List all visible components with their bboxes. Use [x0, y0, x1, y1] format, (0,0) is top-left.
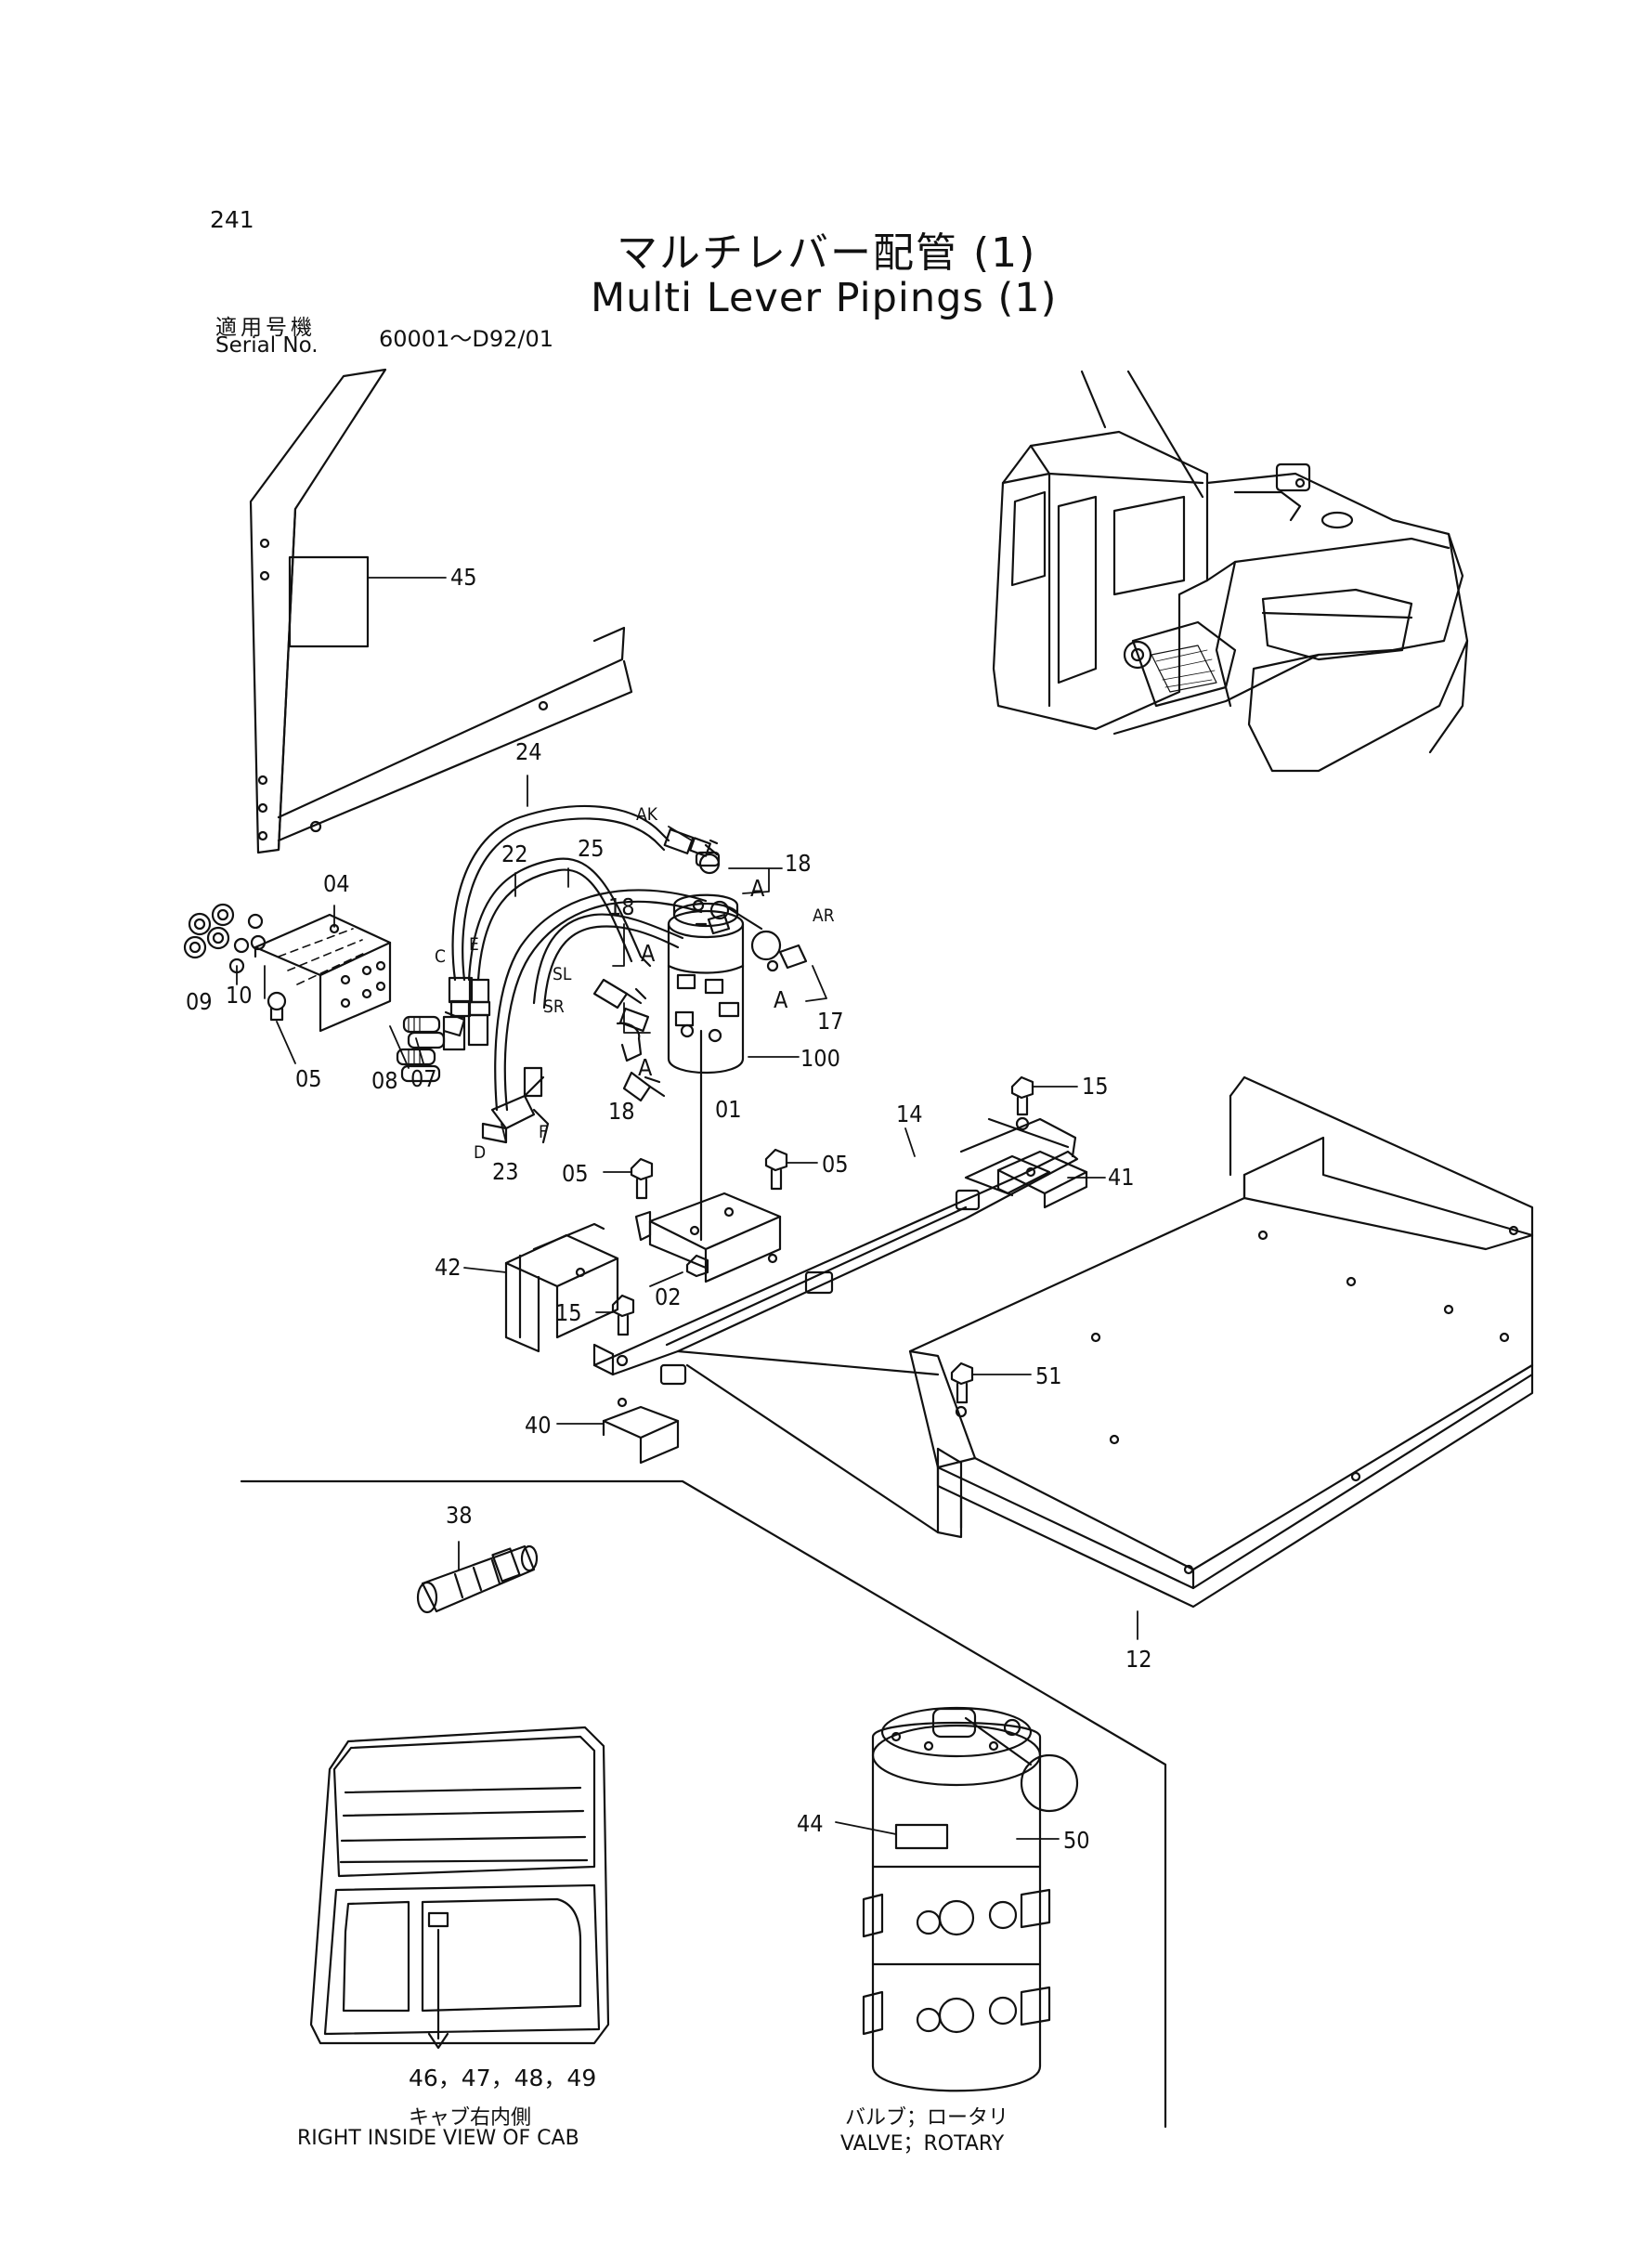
part-label-04: 04: [323, 870, 350, 897]
part-label-A: A: [750, 875, 765, 902]
part-label-08: 08: [371, 1067, 398, 1094]
part-label-25: 25: [578, 835, 605, 862]
part-label-05: 05: [562, 1160, 589, 1187]
bracket-40: [602, 1397, 680, 1465]
rotary-valve-inset: [862, 1706, 1079, 2092]
part-label-AK: AK: [636, 804, 658, 825]
leader-lines: [236, 577, 1138, 1840]
part-label-10: 10: [226, 982, 253, 1009]
page-number: 241: [210, 206, 254, 233]
part-label-51: 51: [1035, 1362, 1062, 1389]
bracket-42: [504, 1222, 619, 1353]
part-label-15: 15: [1082, 1073, 1109, 1100]
part-label-D: D: [474, 1142, 486, 1163]
part-label-05: 05: [295, 1065, 322, 1092]
part-label-01: 01: [715, 1096, 742, 1123]
bracket-04: [183, 903, 392, 1033]
part-label-A: A: [638, 1054, 653, 1081]
part-label-F: F: [539, 1122, 548, 1142]
cab-caption-japanese: キャブ右内側: [409, 2106, 532, 2130]
part-label-C: C: [435, 946, 446, 967]
cab-floor-box-12: [908, 1075, 1534, 1609]
floor-plate-14: [592, 1117, 1079, 1539]
part-label-45: 45: [450, 564, 477, 591]
part-label-15: 15: [555, 1299, 582, 1326]
cab-interior-inset: [309, 1726, 610, 2050]
part-label-05: 05: [822, 1151, 849, 1178]
part-label-18: 18: [608, 1098, 635, 1125]
valve-caption-english: VALVE；ROTARY: [840, 2132, 1005, 2156]
excavator-thumbnail: [992, 370, 1469, 773]
part-label-42: 42: [435, 1254, 462, 1281]
part-label-SL: SL: [553, 964, 572, 984]
rotary-valve-100: [667, 893, 782, 1074]
serial-label-japanese: 適用号機: [215, 316, 316, 340]
valve-caption-japanese: バルブ；ロータリ: [845, 2106, 1009, 2130]
label-plate-45: [288, 555, 370, 648]
part-labels: 45 24 AK 25 22 18 A AR 04 18 A C E SL SR…: [186, 564, 1152, 1854]
title-english: Multi Lever Pipings (1): [591, 275, 1058, 321]
fittings: [396, 827, 808, 1144]
part-label-E: E: [469, 934, 479, 955]
part-label-09: 09: [186, 988, 213, 1015]
part-label-18: 18: [785, 850, 812, 877]
inset-divider: [240, 1479, 1167, 2129]
part-label-A: A: [774, 986, 788, 1013]
cab-caption-english: RIGHT INSIDE VIEW OF CAB: [297, 2127, 579, 2150]
part-label-12: 12: [1125, 1646, 1152, 1673]
title-japanese: マルチレバー配管 (1): [617, 229, 1037, 277]
bracket-41: [996, 1150, 1088, 1209]
part-label-24: 24: [515, 738, 542, 765]
part-label-17: 17: [817, 1008, 844, 1035]
part-label-22: 22: [501, 840, 528, 867]
cab-side-panel: [249, 368, 633, 854]
part-label-40: 40: [525, 1412, 552, 1439]
part-38: [416, 1544, 539, 1614]
part-label-A: A: [641, 940, 656, 967]
part-label-AR: AR: [813, 905, 835, 926]
label-44: [894, 1823, 949, 1850]
hoses: [451, 804, 708, 1112]
part-label-44: 44: [797, 1810, 824, 1837]
part-label-23: 23: [492, 1158, 519, 1185]
serial-range: 60001～D92/01: [379, 326, 553, 352]
part-label-02: 02: [655, 1283, 682, 1310]
cab-callout-numbers: 46，47，48，49: [409, 2065, 597, 2091]
bolts: [611, 1029, 1034, 1418]
serial-label-english: Serial No.: [215, 333, 319, 358]
part-label-50: 50: [1063, 1827, 1090, 1854]
part-label-07: 07: [410, 1065, 437, 1092]
part-label-SR: SR: [543, 997, 565, 1017]
part-label-41: 41: [1108, 1164, 1135, 1191]
bracket-01: [634, 1192, 782, 1283]
part-label-18: 18: [608, 893, 635, 920]
part-label-38: 38: [446, 1502, 473, 1529]
part-label-14: 14: [896, 1101, 923, 1127]
part-label-100: 100: [800, 1045, 840, 1072]
